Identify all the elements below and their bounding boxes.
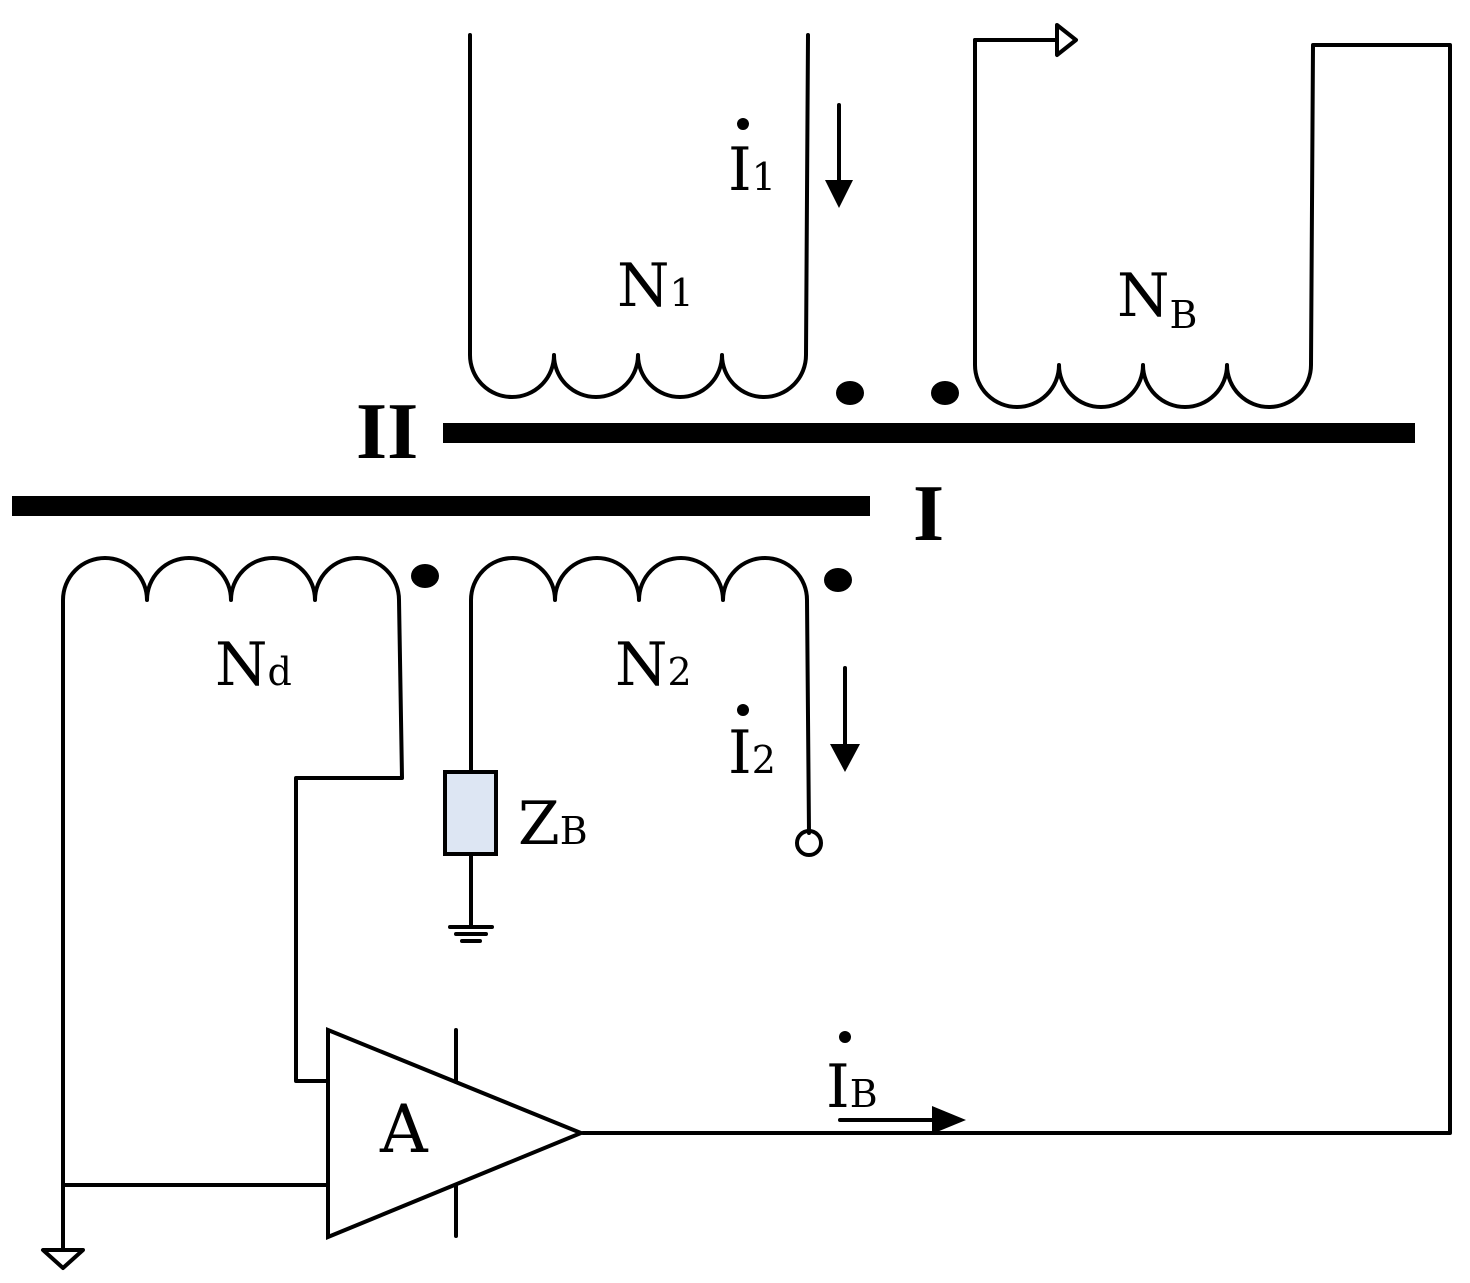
polarity-dot-N2	[824, 568, 852, 592]
current-i1-label: I1	[728, 135, 776, 205]
earth-ground-icon	[448, 925, 494, 943]
winding-NB-label: NB	[1117, 261, 1197, 337]
open-terminal-icon	[795, 829, 823, 857]
impedance-ZB-label: ZB	[518, 789, 588, 859]
winding-NB-coil	[581, 38, 1452, 1135]
current-arrow-iB	[838, 1106, 966, 1134]
winding-Nd-coil	[61, 556, 404, 1187]
winding-Nd-label: Nd	[215, 630, 292, 700]
current-arrow-i1	[825, 103, 853, 208]
phasor-dot-i1	[737, 118, 749, 130]
polarity-dot-NB	[931, 381, 959, 405]
impedance-ZB-box	[443, 770, 498, 856]
polarity-dot-Nd	[411, 564, 439, 588]
current-i2-label: I2	[728, 718, 776, 788]
core-I-label: I	[913, 470, 944, 558]
winding-N1-label: N1	[617, 251, 694, 321]
phasor-dot-i2	[737, 704, 749, 716]
winding-N1-coil	[468, 33, 810, 399]
core-II-label: II	[356, 388, 418, 476]
current-iB-label: IB	[826, 1052, 878, 1122]
polarity-dot-N1	[836, 381, 864, 405]
winding-N2-label: N2	[615, 630, 692, 700]
phasor-dot-iB	[839, 1031, 851, 1043]
winding-N2-coil	[469, 556, 811, 835]
current-arrow-i2	[830, 666, 860, 772]
output-port-arrow-icon	[1055, 23, 1078, 57]
signal-ground-icon	[41, 1248, 85, 1270]
amplifier-label: A	[379, 1091, 429, 1168]
